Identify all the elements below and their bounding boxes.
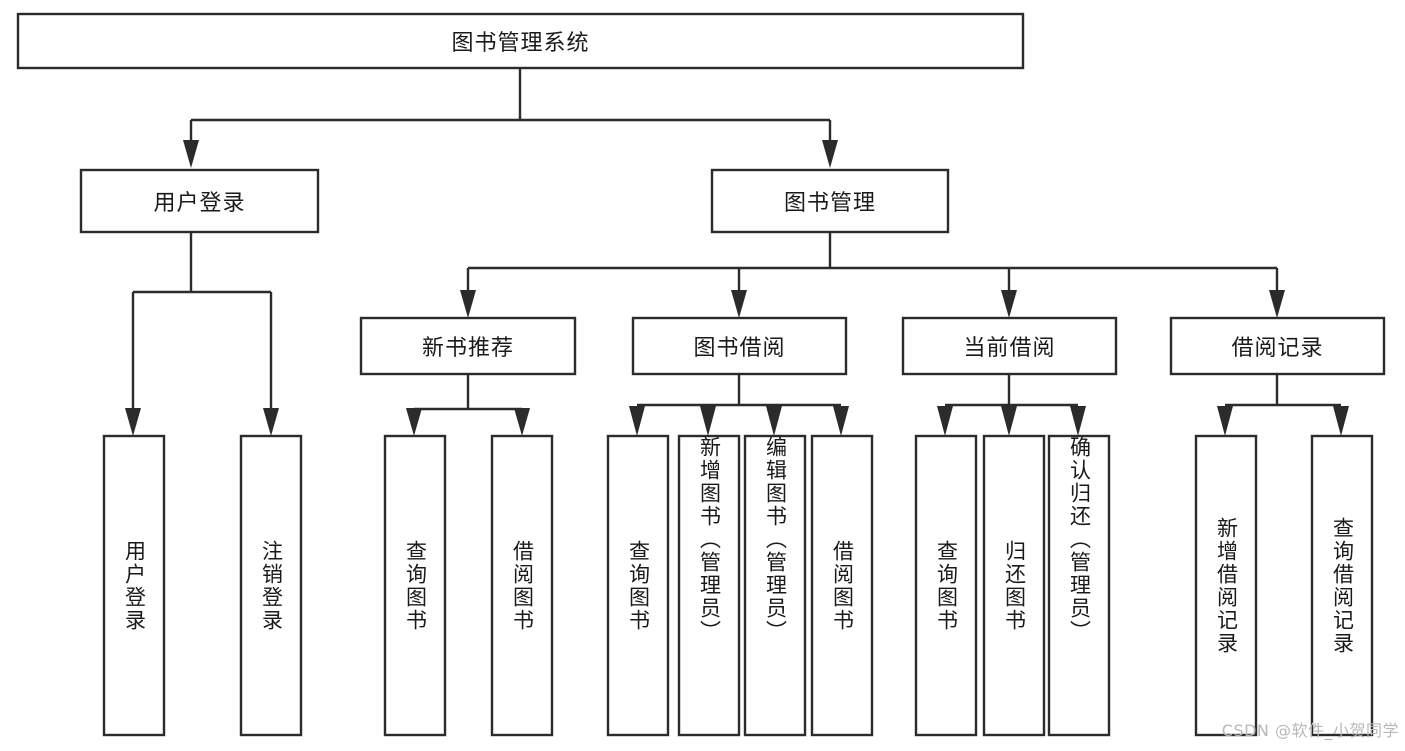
arrow-bb-l2 [700,406,716,436]
arrow-nb-l2 [514,408,530,436]
arrow-nb-l1 [406,408,422,436]
node-leaf-query-book-2[interactable] [606,434,670,737]
arrow-br-l2 [1333,406,1349,436]
arrow-cb-l3 [1070,406,1086,436]
node-leaf-borrow-book-2[interactable] [810,434,874,737]
arrow-bb-l4 [833,406,849,436]
node-leaf-borrow-book-1[interactable] [490,434,554,737]
arrow-bm-to-current-borrow [1001,290,1017,318]
arrow-user-login-l1 [125,408,141,436]
arrow-bb-l1 [629,406,645,436]
arrow-br-l1 [1217,406,1233,436]
node-current-borrow[interactable] [901,316,1118,376]
node-leaf-user-login[interactable] [102,434,166,737]
edges-book-borrow-to-leaves [629,374,849,436]
node-user-login[interactable] [79,168,320,234]
node-root-book-management-system[interactable] [16,12,1025,70]
arrow-bm-to-book-borrow [731,290,747,318]
arrow-bm-to-new-book [460,290,476,318]
arrow-bb-l3 [766,406,782,436]
node-leaf-add-borrow-record[interactable] [1194,434,1258,737]
node-book-borrow[interactable] [631,316,848,376]
node-leaf-confirm-return-admin[interactable] [1047,434,1111,737]
node-leaf-query-book-3[interactable] [914,434,978,737]
node-leaf-query-book-1[interactable] [383,434,447,737]
csdn-watermark: CSDN @软件_小贺同学 [1221,721,1399,740]
node-leaf-logout[interactable] [239,434,303,737]
arrow-root-to-book-mgmt [822,140,838,168]
arrow-cb-l2 [1001,406,1017,436]
arrow-bm-to-borrow-record [1269,290,1285,318]
arrow-root-to-user-login [183,140,199,168]
edges-new-book-to-leaves [406,374,530,436]
node-leaf-edit-book-admin[interactable] [743,434,807,737]
edges-book-mgmt-to-level3 [460,232,1285,318]
node-leaf-return-book[interactable] [982,434,1046,737]
node-leaf-add-book-admin[interactable] [677,434,741,737]
node-leaf-query-borrow-record[interactable] [1310,434,1374,737]
edges-borrow-record-to-leaves [1217,374,1349,436]
node-book-management[interactable] [710,168,950,234]
edges-current-borrow-to-leaves [937,374,1086,436]
node-borrow-record[interactable] [1169,316,1386,376]
node-new-book-recommend[interactable] [359,316,577,376]
edges-root-to-level2 [183,68,838,168]
arrow-user-login-l2 [263,408,279,436]
edges-user-login-to-leaves [125,232,279,436]
arrow-cb-l1 [937,406,953,436]
